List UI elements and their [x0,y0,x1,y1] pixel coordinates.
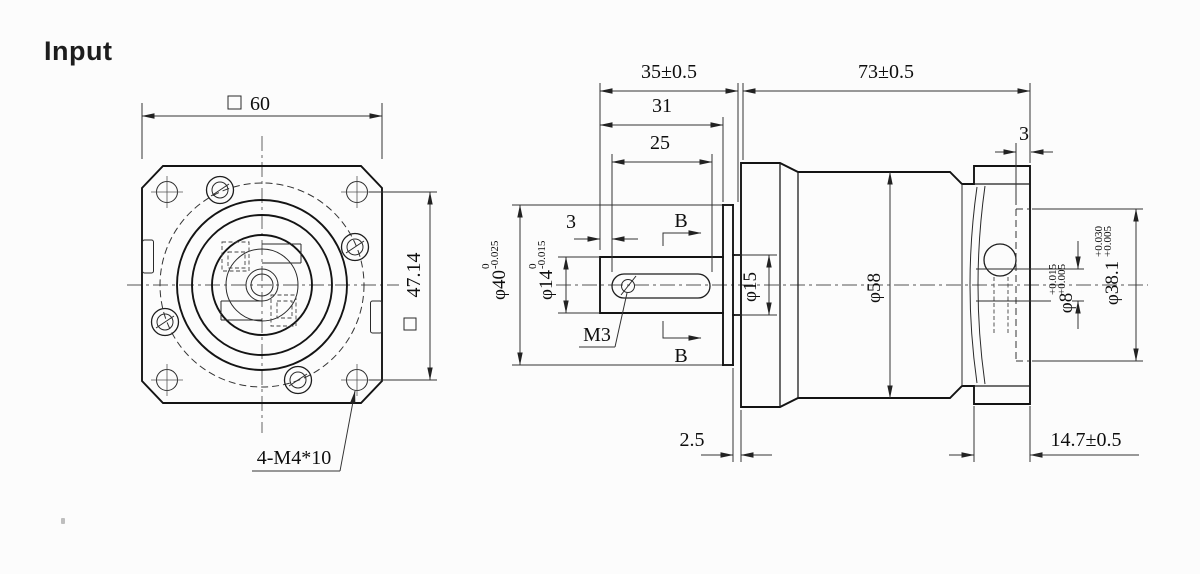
dim-rear-flange-length-text: 14.7±0.5 [1051,429,1122,451]
section-marker-top-text: B [674,210,687,232]
square-symbol [403,317,417,331]
counterbored-holes [150,175,370,395]
setscrew-hole [621,279,635,293]
callout-setscrew: M3 [579,292,628,348]
dia-shaft-base-dim: φ15 [735,254,777,316]
callout-mount-holes: 4-M4*10 [252,390,356,472]
dia-shaft-dim: φ14 0 -0.015 [527,240,600,314]
dia-body-text: φ58 [864,273,885,303]
counterbore-hole [150,307,180,337]
dim-register-thickness: 2.5 [680,368,772,462]
dim-body-length: 73±0.5 [742,61,1031,160]
side-slot-tabs [142,239,383,334]
scan-artifact-dot [61,518,65,524]
dia-motor-register-tol-lower: +0.005 [1102,226,1114,257]
dim-flange-width-text: 60 [250,93,270,115]
section-marker-bottom: B [662,321,702,367]
dim-recess-depth-text: 3 [1019,123,1029,145]
dia-register-tol-lower: -0.025 [489,240,501,269]
dim-front-length: 35±0.5 [599,61,739,250]
hidden-motor-recess [1015,208,1030,362]
flange-centerlines [127,136,399,433]
dim-rear-flange-length: 14.7±0.5 [949,406,1139,462]
dim-keyway-length: 25 [611,132,713,272]
flange-outline [141,165,383,404]
callout-mount-holes-text: 4-M4*10 [257,447,331,469]
tapped-hole [151,176,183,208]
keyway-slot [611,273,711,299]
view-title-input: Input [44,36,113,66]
section-marker-top: B [662,210,702,246]
dia-motor-bore-tol-upper: +0.015 [1047,264,1059,295]
dia-motor-register-dim: φ38.1 +0.030 +0.005 [1032,208,1143,362]
dim-register-thickness-text: 2.5 [680,429,705,451]
dia-body-dim: φ58 [864,171,893,399]
dia-register-text: φ40 [489,270,510,300]
dim-front-length-text: 35±0.5 [641,61,697,83]
counterbore-hole [340,232,370,262]
tapped-hole [341,176,373,208]
dia-shaft-tol-upper: 0 [527,263,539,269]
dim-bolt-spacing: 47.14 [369,191,437,381]
output-shaft [599,256,724,314]
dia-register-dim: φ40 0 -0.025 [480,204,722,366]
side-view: 35±0.5 73±0.5 31 25 [480,61,1148,462]
dia-motor-bore-text: φ8 [1056,293,1077,313]
tapped-hole [151,364,183,396]
tapped-hole [341,364,373,396]
dia-shaft-base-text: φ15 [740,272,761,302]
dim-flange-width: 60 [141,93,383,159]
hidden-clamp-features [220,241,302,327]
dia-motor-bore-dim: φ8 +0.015 +0.005 [1018,241,1084,329]
dim-shaft-length-text: 31 [652,95,672,117]
clamp-screw-hole [983,243,1017,277]
dia-shaft-tol-lower: -0.015 [536,240,548,269]
section-marker-bottom-text: B [674,345,687,367]
dim-keyway-length-text: 25 [650,132,670,154]
counterbore-hole [283,365,313,395]
dim-keyway-offset: 3 [566,211,638,242]
dia-motor-bore-tol-lower: +0.005 [1056,264,1068,295]
callout-setscrew-text: M3 [583,324,611,346]
dim-bolt-spacing-text: 47.14 [403,253,425,298]
dim-shaft-length: 31 [599,95,724,202]
concentric-circles [176,199,348,371]
dim-body-length-text: 73±0.5 [858,61,914,83]
dia-motor-register-text: φ38.1 [1102,261,1123,305]
corner-tapped-holes [151,176,373,396]
dia-motor-register-tol-upper: +0.030 [1093,226,1105,257]
front-view: 60 47.14 4-M4*10 [127,93,437,472]
square-symbol [227,95,242,110]
dim-keyway-offset-text: 3 [566,211,576,233]
dia-shaft-text: φ14 [536,270,557,300]
dia-register-tol-upper: 0 [480,263,492,269]
gearbox-body [740,162,1031,408]
bolt-circle [159,182,365,388]
dim-recess-depth: 3 [995,123,1053,205]
counterbore-hole [205,175,235,205]
